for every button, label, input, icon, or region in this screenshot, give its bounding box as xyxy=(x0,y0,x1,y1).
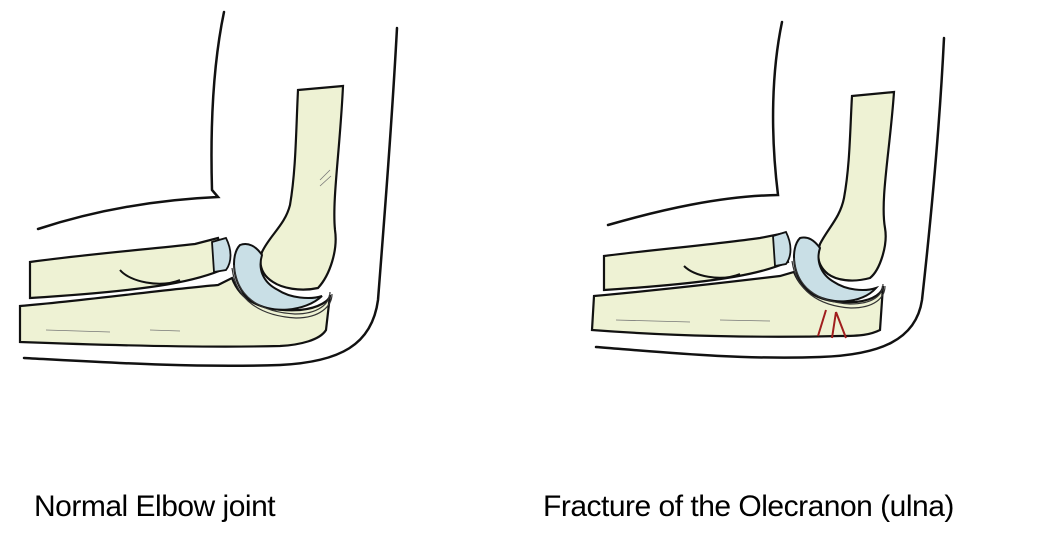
fractured-elbow-drawing xyxy=(590,20,946,359)
elbow-joint-drawing xyxy=(18,10,399,368)
olecranon-fracture-illustration xyxy=(580,0,1000,400)
fracture-line xyxy=(817,309,847,339)
olecranon-fracture-caption: Fracture of the Olecranon (ulna) xyxy=(543,490,954,523)
normal-elbow-illustration xyxy=(0,0,420,400)
normal-elbow-caption: Normal Elbow joint xyxy=(34,490,276,523)
